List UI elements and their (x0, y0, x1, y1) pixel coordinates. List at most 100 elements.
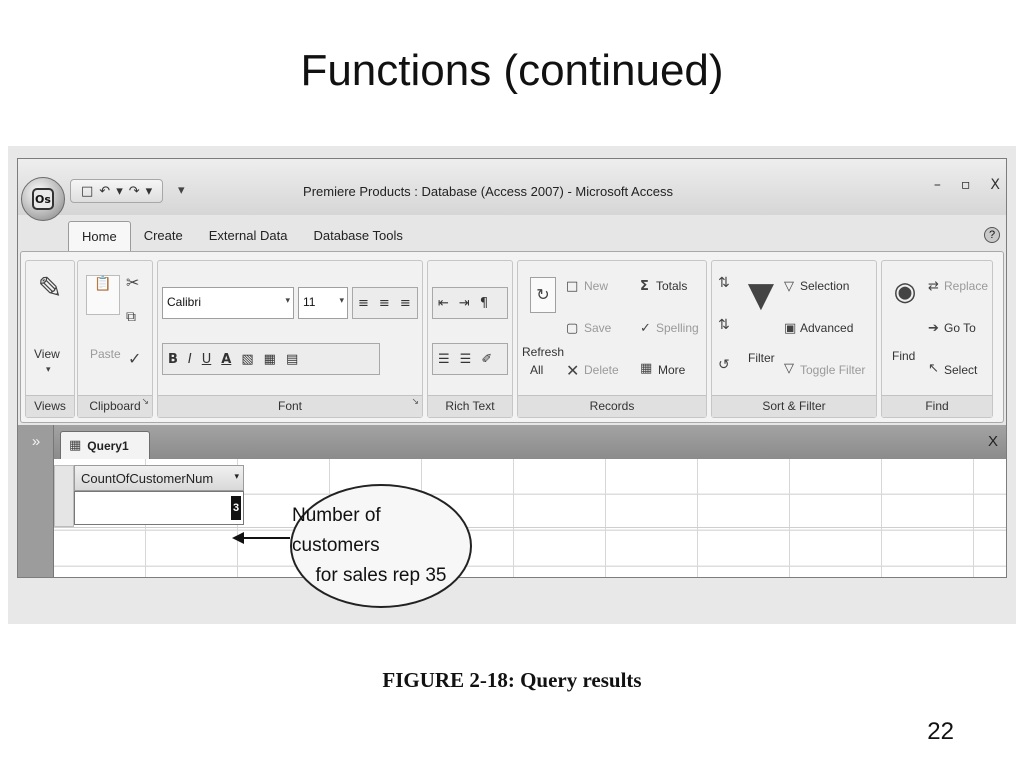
dialog-launcher-icon[interactable]: ↘ (141, 396, 149, 406)
dropdown-icon[interactable]: ▾ (145, 183, 153, 199)
access-window: □ ↶ ▾ ↷ ▾ ▾ Premiere Products : Database… (17, 158, 1007, 578)
group-label-clipboard: Clipboard ↘ (78, 395, 152, 417)
view-icon[interactable]: ✎ (37, 271, 63, 306)
tab-create[interactable]: Create (143, 228, 183, 243)
paragraph-direction-icon[interactable]: ¶ (479, 295, 489, 311)
more-icon[interactable]: ▦ (640, 361, 653, 376)
help-icon[interactable]: ? (984, 227, 1000, 243)
select-button[interactable]: Select (944, 363, 978, 377)
group-label-clipboard-text: Clipboard (89, 399, 141, 413)
group-sort-filter: ⇅ ⇅ ↺ ▼ Filter ▽ Selection ▣ Advanced ▽ … (711, 260, 877, 418)
close-document-button[interactable]: X (987, 433, 998, 450)
dropdown-icon[interactable]: ▾ (116, 183, 123, 199)
maximize-button[interactable]: ▫ (960, 177, 971, 193)
highlight-icon[interactable]: ✐ (481, 351, 493, 367)
totals-icon[interactable]: Σ (640, 279, 649, 294)
redo-icon[interactable]: ↷ (128, 183, 140, 199)
numbered-list-icon[interactable]: ☰ (438, 351, 450, 367)
navigation-pane-collapsed[interactable]: » (18, 425, 54, 577)
column-header[interactable]: CountOfCustomerNum ▾ (74, 465, 244, 491)
copy-icon[interactable]: ⧉ (126, 309, 136, 325)
cut-icon[interactable]: ✂ (126, 273, 140, 292)
row-divider (54, 527, 1006, 528)
increase-indent-icon[interactable]: ⇥ (458, 295, 470, 311)
gridlines-icon[interactable]: ▦ (263, 351, 276, 367)
format-painter-icon[interactable]: ✓ (128, 349, 142, 368)
minimize-button[interactable]: – (933, 177, 941, 193)
tab-database-tools[interactable]: Database Tools (313, 228, 403, 243)
tab-query1[interactable]: ▦ Query1 (60, 431, 150, 459)
font-color-button[interactable]: A (221, 351, 232, 367)
advanced-filter-icon[interactable]: ▣ (784, 321, 797, 336)
chevron-down-icon[interactable]: ▾ (234, 472, 239, 482)
select-cursor-icon[interactable]: ↖ (928, 361, 939, 376)
replace-button[interactable]: Replace (944, 279, 989, 293)
fill-color-icon[interactable]: ▧ (241, 351, 254, 367)
group-label-records: Records (518, 395, 706, 417)
paste-icon[interactable]: 📋 (86, 275, 120, 315)
close-button[interactable]: X (990, 177, 1000, 193)
go-to-button[interactable]: Go To (944, 321, 976, 335)
refresh-all-button[interactable]: Refresh (522, 345, 565, 359)
binoculars-icon[interactable]: ◉ (893, 277, 917, 307)
align-left-icon[interactable]: ≡ (358, 295, 369, 311)
group-views: ✎ View ▾ Views (25, 260, 75, 418)
advanced-filter-button[interactable]: Advanced (800, 321, 854, 335)
bold-button[interactable]: B (168, 351, 178, 367)
more-button[interactable]: More (658, 363, 686, 377)
delete-record-button[interactable]: Delete (584, 363, 619, 377)
tab-home[interactable]: Home (68, 221, 131, 251)
view-button[interactable]: View (34, 347, 60, 361)
toggle-filter-button[interactable]: Toggle Filter (800, 363, 866, 377)
save-record-button[interactable]: Save (584, 321, 612, 335)
group-find: ◉ Find ⇄ Replace ➔ Go To ↖ Select Find (881, 260, 993, 418)
dialog-launcher-icon[interactable]: ↘ (411, 396, 419, 406)
save-icon[interactable]: □ (81, 183, 94, 199)
alternate-fill-icon[interactable]: ▤ (285, 351, 299, 367)
nav-expand-icon[interactable]: » (31, 433, 41, 450)
spelling-icon[interactable]: ✓ (640, 321, 651, 336)
italic-button[interactable]: I (187, 351, 192, 367)
sort-descending-icon[interactable]: ⇅ (718, 317, 730, 333)
go-to-icon[interactable]: ➔ (928, 321, 939, 336)
replace-icon[interactable]: ⇄ (928, 279, 939, 294)
spelling-button[interactable]: Spelling (656, 321, 699, 335)
group-label-font-text: Font (277, 399, 302, 413)
underline-button[interactable]: U (201, 351, 212, 367)
bullet-list-icon[interactable]: ☰ (459, 351, 472, 367)
indent-buttons: ⇤ ⇥ ¶ (432, 287, 508, 319)
totals-button[interactable]: Totals (656, 279, 688, 293)
filter-button[interactable]: Filter (748, 351, 775, 365)
clear-sort-icon[interactable]: ↺ (718, 357, 730, 373)
office-button[interactable]: Os (21, 177, 65, 221)
decrease-indent-icon[interactable]: ⇤ (438, 295, 449, 311)
group-clipboard: 📋 Paste ✂ ⧉ ✓ Clipboard ↘ (77, 260, 153, 418)
toggle-filter-icon[interactable]: ▽ (784, 361, 794, 376)
row-selector[interactable] (54, 465, 74, 527)
paste-button[interactable]: Paste (90, 347, 121, 361)
query-tab-label: Query1 (87, 438, 129, 453)
view-dropdown-icon[interactable]: ▾ (46, 365, 51, 375)
undo-icon[interactable]: ↶ (99, 183, 111, 199)
save-record-icon[interactable]: ▢ (566, 321, 579, 336)
new-record-icon[interactable]: □ (566, 279, 579, 294)
find-button[interactable]: Find (892, 349, 916, 363)
result-cell[interactable]: 3 (74, 491, 244, 525)
new-record-button[interactable]: New (584, 279, 609, 293)
tab-external-data[interactable]: External Data (208, 228, 288, 243)
align-center-icon[interactable]: ≡ (378, 295, 390, 311)
document-tab-bar: ▦ Query1 X (54, 425, 1006, 459)
selection-icon[interactable]: ▽ (784, 279, 794, 294)
sort-ascending-icon[interactable]: ⇅ (718, 275, 730, 291)
refresh-all-sublabel[interactable]: All (530, 363, 544, 377)
font-size-combo[interactable]: 11 ▾ (298, 287, 348, 319)
quick-access-toolbar: □ ↶ ▾ ↷ ▾ (70, 179, 164, 203)
refresh-icon[interactable]: ↻ (530, 277, 556, 313)
align-right-icon[interactable]: ≡ (399, 295, 411, 311)
font-name-combo[interactable]: Calibri ▾ (162, 287, 294, 319)
list-buttons: ☰ ☰ ✐ (432, 343, 508, 375)
selection-button[interactable]: Selection (800, 279, 850, 293)
delete-icon[interactable]: ✕ (566, 361, 580, 380)
filter-icon[interactable]: ▼ (747, 275, 775, 315)
customize-qat-icon[interactable]: ▾ (178, 183, 185, 198)
